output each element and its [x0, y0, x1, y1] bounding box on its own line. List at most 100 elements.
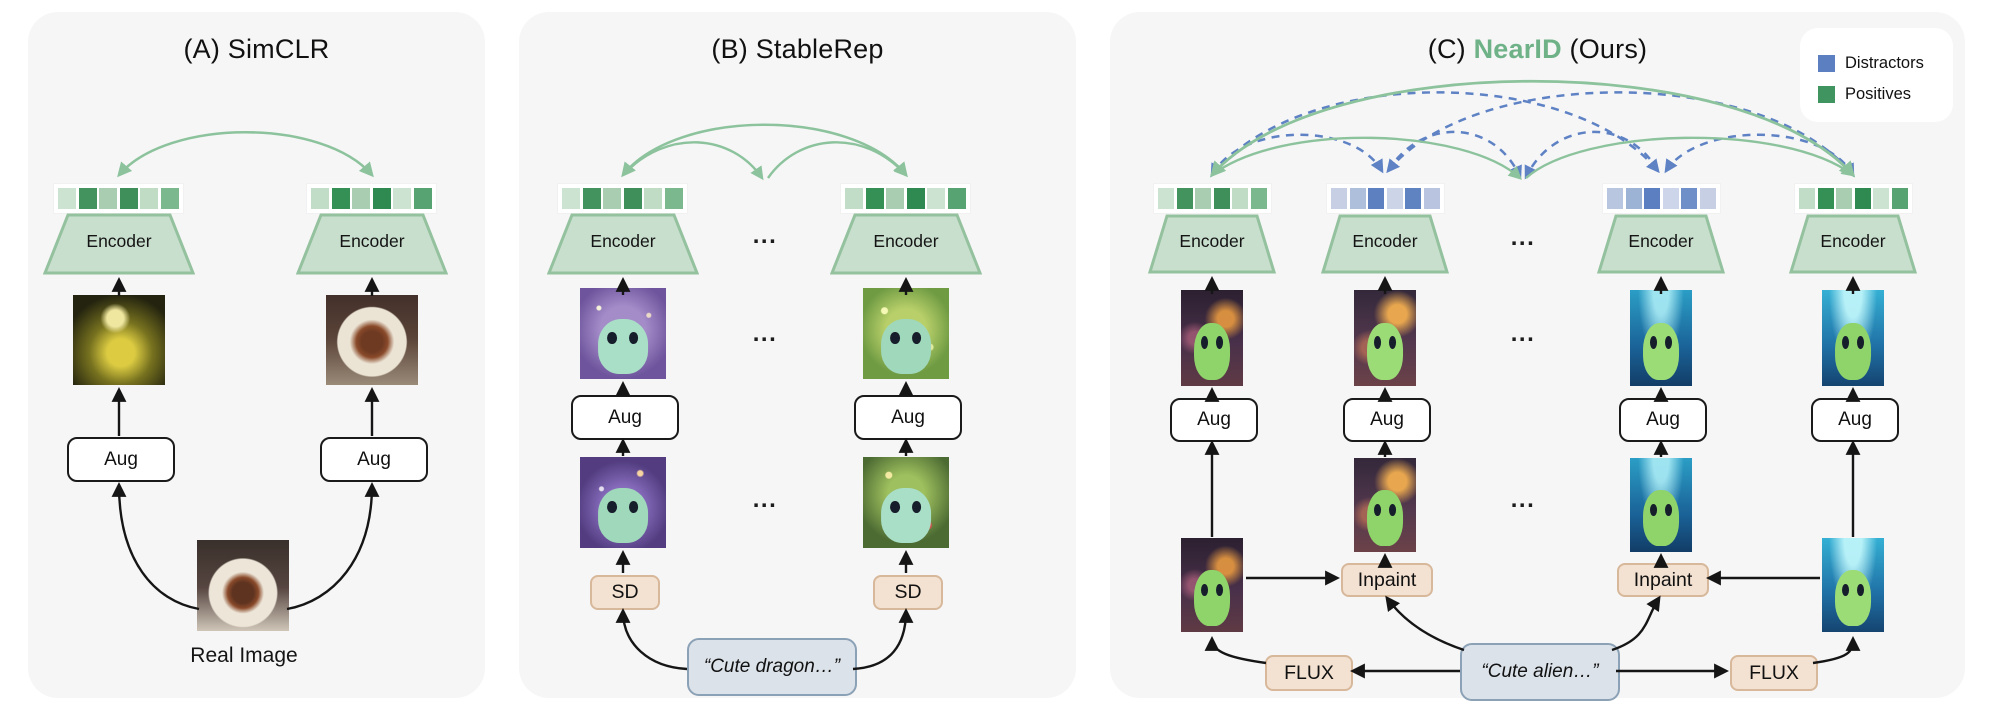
augmented-alien-sea-image-4	[1822, 290, 1884, 386]
encoder-block: Encoder	[546, 213, 700, 280]
ellipsis-aug-images: ...	[752, 320, 778, 347]
encoder-trapezoid-shape	[829, 213, 983, 275]
encoder-label: Encoder	[86, 231, 152, 251]
encoder-label: Encoder	[590, 231, 656, 251]
embedding-square	[865, 188, 884, 209]
encoder-trapezoid-shape	[1788, 214, 1918, 274]
aug-box-1: Aug	[1170, 398, 1258, 442]
encoder-trapezoid-shape	[546, 213, 700, 275]
augmented-food-image-left	[73, 295, 165, 385]
embedding-square	[582, 188, 601, 209]
embedding-square	[1607, 188, 1623, 209]
inpaint-box-right: Inpaint	[1617, 563, 1709, 597]
embedding-square	[311, 188, 329, 209]
title-method-name: NearID	[1473, 34, 1562, 64]
embedding-square	[562, 188, 580, 209]
embedding-bar-positive	[558, 184, 687, 213]
embedding-square	[845, 188, 863, 209]
real-image	[197, 540, 289, 631]
title-prefix: (C)	[1427, 34, 1474, 64]
embedding-square	[947, 188, 966, 209]
embedding-square	[886, 188, 904, 209]
positive-swatch	[1818, 86, 1835, 103]
panel-a-title: (A) SimCLR	[183, 34, 330, 64]
sd-label: SD	[611, 581, 639, 603]
dragon-figure	[598, 487, 648, 543]
dragon-figure	[881, 487, 931, 543]
encoder-block: Encoder	[1788, 214, 1918, 279]
prompt-box: “Cute dragon…”	[687, 638, 857, 696]
embedding-square	[58, 188, 76, 209]
panel-simclr: (A) SimCLR Encoder Encoder Aug Aug Real …	[28, 12, 485, 698]
embedding-square	[78, 188, 97, 209]
embedding-square	[352, 188, 370, 209]
sd-box-left: SD	[590, 575, 660, 610]
embedding-square	[623, 188, 642, 209]
flux-label: FLUX	[1284, 661, 1334, 684]
embedding-bar-positive	[307, 184, 436, 213]
augmented-dragon-image-right	[863, 288, 949, 379]
encoder-block: Encoder	[829, 213, 983, 280]
embedding-square	[644, 188, 662, 209]
augmented-alien-city-image-1	[1181, 290, 1243, 386]
encoder-label: Encoder	[339, 231, 405, 251]
encoder-trapezoid-shape	[1596, 214, 1726, 274]
embedding-square	[1250, 188, 1267, 209]
ellipsis-aug-images: ...	[1510, 320, 1536, 347]
prompt-text: “Cute alien…”	[1481, 661, 1599, 682]
alien-figure	[1643, 322, 1679, 381]
alien-figure	[1367, 322, 1403, 381]
aug-box-left: Aug	[67, 437, 175, 482]
encoder-trapezoid-shape	[42, 213, 196, 275]
encoder-block: Encoder	[1147, 214, 1277, 279]
encoder-label: Encoder	[1628, 231, 1694, 251]
inpaint-box-left: Inpaint	[1341, 563, 1433, 597]
embedding-square	[1662, 188, 1679, 209]
embedding-square	[1368, 188, 1384, 209]
embedding-bar-positive	[841, 184, 970, 213]
aug-box-4: Aug	[1811, 398, 1899, 442]
ellipsis-encoders: ...	[752, 222, 778, 249]
embedding-square	[393, 188, 411, 209]
flux-box-left: FLUX	[1265, 655, 1353, 691]
embedding-square	[1386, 188, 1403, 209]
distractor-swatch	[1818, 55, 1835, 72]
legend-item-distractors: Distractors	[1818, 54, 1924, 73]
aug-label: Aug	[608, 406, 642, 428]
embedding-square	[906, 188, 925, 209]
panel-c-title: (C) NearID (Ours)	[1110, 34, 1965, 65]
embedding-square	[1699, 188, 1716, 209]
legend-label: Distractors	[1845, 54, 1924, 72]
encoder-block: Encoder	[295, 213, 449, 280]
embedding-square	[99, 188, 117, 209]
embedding-square	[1213, 188, 1230, 209]
augmented-alien-city-image-2	[1354, 290, 1416, 386]
alien-figure	[1835, 322, 1871, 381]
aug-label: Aug	[891, 406, 925, 428]
aug-label: Aug	[1197, 409, 1231, 430]
embedding-square	[927, 188, 945, 209]
inpainted-alien-sea-image	[1630, 458, 1692, 552]
legend-item-positives: Positives	[1818, 85, 1911, 104]
aug-box-left: Aug	[571, 395, 679, 440]
embedding-square	[1405, 188, 1421, 209]
ellipsis-inpaint-images: ...	[1510, 486, 1536, 513]
embedding-square	[603, 188, 621, 209]
legend-label: Positives	[1845, 85, 1912, 103]
encoder-trapezoid-shape	[1147, 214, 1277, 274]
embedding-square	[413, 188, 432, 209]
ellipsis-sd-images: ...	[752, 486, 778, 513]
aug-label: Aug	[104, 448, 138, 470]
sd-dragon-image-right	[863, 457, 949, 548]
embedding-square	[1423, 188, 1440, 209]
prompt-box: “Cute alien…”	[1460, 643, 1620, 701]
alien-figure	[1194, 322, 1230, 381]
aug-box-2: Aug	[1343, 398, 1431, 442]
embedding-square	[160, 188, 179, 209]
embedding-square	[331, 188, 350, 209]
embedding-bar-positive	[54, 184, 183, 213]
embedding-bar-distractor	[1327, 184, 1444, 213]
embedding-square	[1195, 188, 1211, 209]
title-suffix: (Ours)	[1561, 34, 1648, 64]
